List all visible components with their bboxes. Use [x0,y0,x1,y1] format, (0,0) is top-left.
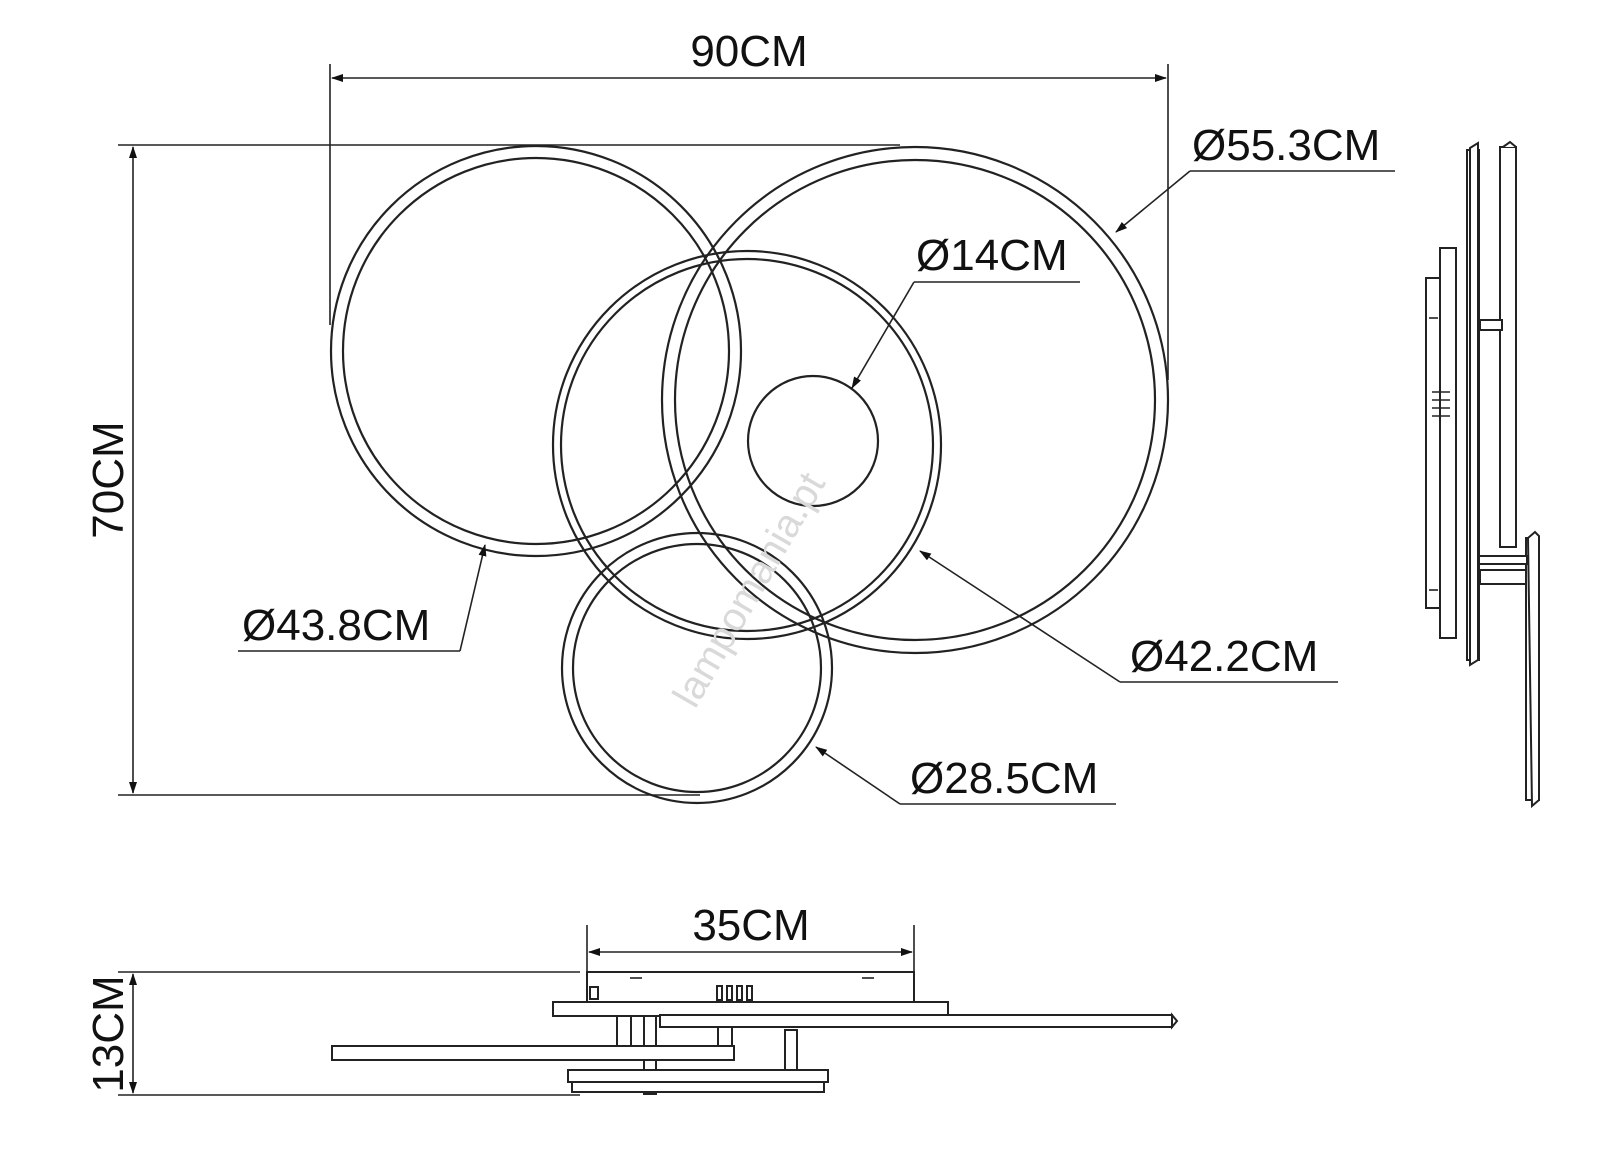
front-view: 90CM 70CM Ø55.3CM Ø14CM [84,27,1395,805]
width-label: 90CM [690,27,807,76]
center-disc-label: Ø14CM [916,231,1068,280]
ring-large [660,145,1170,655]
bottom-view: 35CM 13CM [84,901,1179,1096]
watermark: lampomania.pt [665,465,834,714]
ring-large-label: Ø55.3CM [1192,121,1380,170]
ring-left [329,144,743,558]
depth-label: 13CM [84,975,133,1092]
ring-left-label: Ø43.8CM [242,601,430,650]
ring-small-label: Ø28.5CM [910,754,1098,803]
ring-small [560,531,834,805]
height-label: 70CM [84,421,133,538]
ring-middle-label: Ø42.2CM [1130,632,1318,681]
side-view [1425,140,1540,809]
base-width-label: 35CM [692,901,809,950]
center-disc [746,374,880,508]
ring-middle [551,249,943,641]
